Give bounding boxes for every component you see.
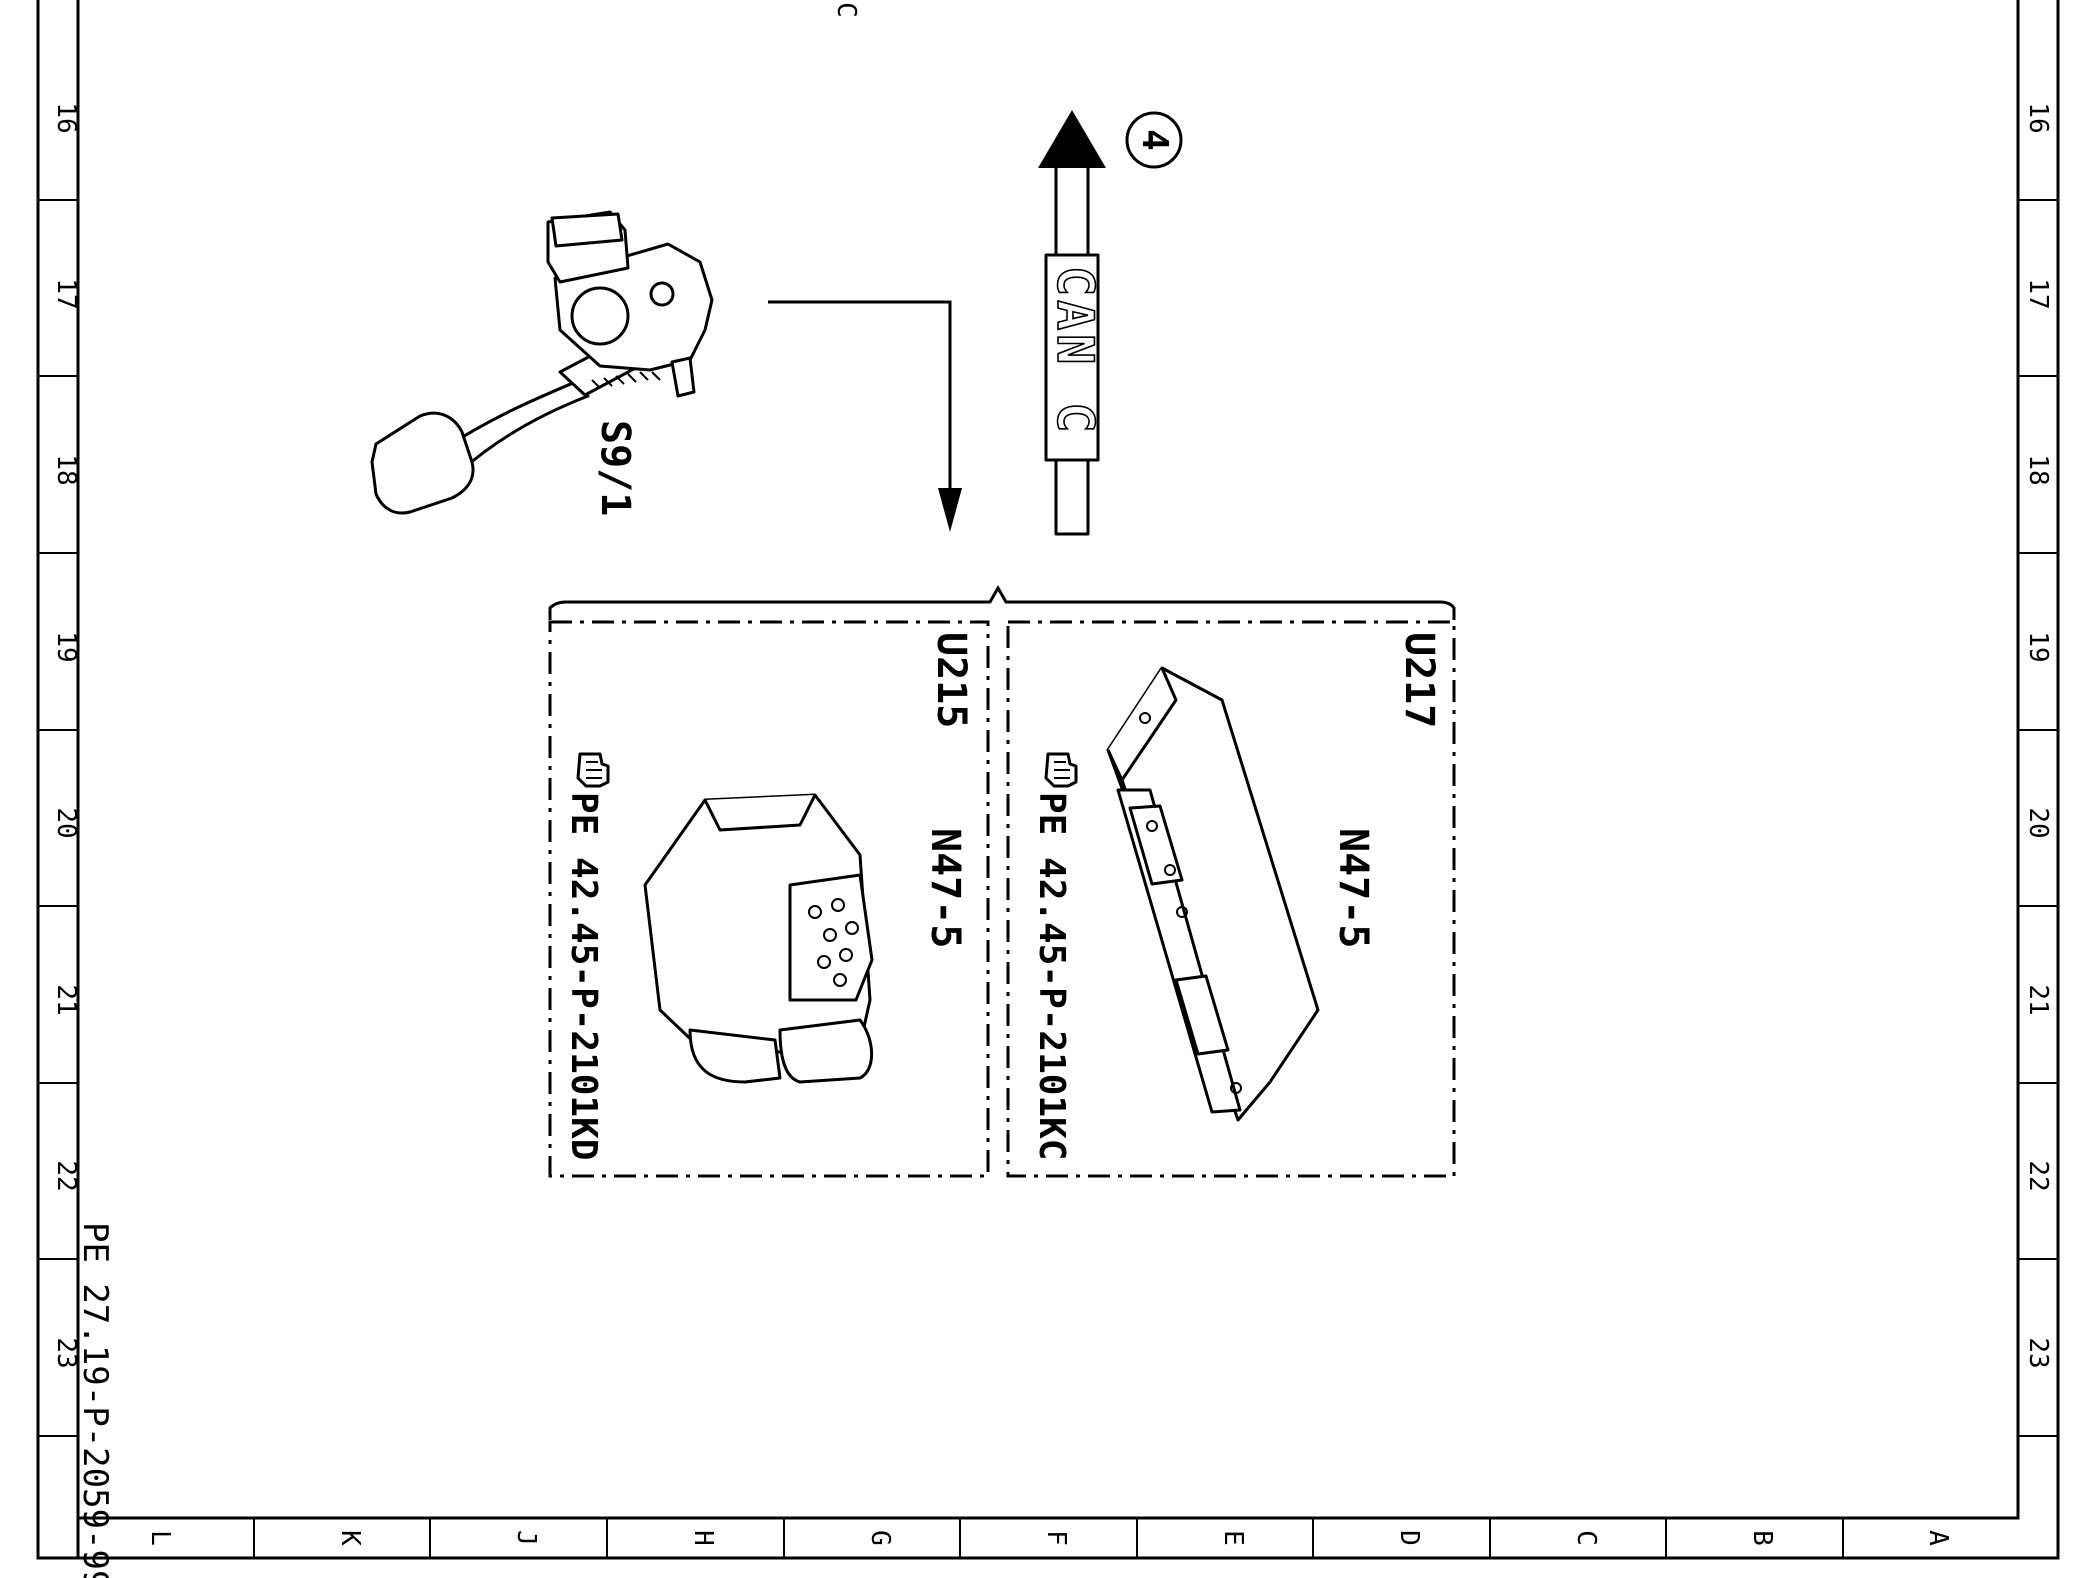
variants-bracket	[548, 584, 1456, 620]
right-ruler-ticks	[2018, 199, 2058, 1437]
left-ruler-ticks	[38, 199, 78, 1437]
can-bus-label: CAN C	[1046, 266, 1104, 437]
ruler-letter: A	[1923, 1530, 1953, 1546]
ruler-letter: H	[688, 1530, 718, 1546]
variant-u215: U215 N47-5 PE 42.45-P-2101KD	[548, 620, 990, 1178]
variant-u215-reference: PE 42.45-P-2101KD	[563, 792, 604, 1160]
ruler-letter: L	[145, 1530, 175, 1546]
ruler-letter: B	[1747, 1530, 1777, 1546]
variant-u215-module: N47-5	[922, 828, 968, 948]
signal-line	[768, 300, 962, 532]
variant-u217-reference: PE 42.45-P-2101KC	[1031, 792, 1072, 1160]
brake-pedal-switch-drawing	[370, 210, 714, 515]
drawing-frame	[36, 0, 2060, 1560]
bus-reference-marker: 4	[1125, 111, 1183, 169]
ruler-letter: F	[1041, 1530, 1071, 1546]
ruler-number: 23	[51, 1337, 81, 1368]
bottom-ruler-letters: L K J H G F E D C B A	[145, 1530, 1953, 1546]
variant-u217-code: U217	[1396, 632, 1442, 728]
ruler-letter: J	[511, 1530, 541, 1546]
ruler-number: 18	[2023, 454, 2053, 485]
document-code: PE 27.19-P-2059-99KA	[75, 1222, 115, 1578]
bus-reference-number: 4	[1134, 129, 1175, 151]
ruler-number: 23	[2023, 1337, 2053, 1368]
variant-u215-frame	[548, 620, 990, 1178]
variant-u217-module: N47-5	[1330, 828, 1376, 948]
module-u217-drawing	[1106, 666, 1320, 1122]
variant-u215-code: U215	[928, 632, 974, 728]
ruler-number: 20	[51, 807, 81, 838]
ruler-number: 17	[51, 278, 81, 309]
ruler-number: 18	[51, 454, 81, 485]
can-bus-arrow	[1038, 110, 1106, 536]
ruler-number: 21	[51, 984, 81, 1015]
variant-u217: U217 N47-5 PE 42.45-P-2101KC	[1006, 620, 1456, 1178]
ruler-number: 19	[51, 631, 81, 662]
ruler-number: 21	[2023, 984, 2053, 1015]
bottom-ruler-ticks	[253, 1518, 1844, 1558]
ruler-number: 22	[2023, 1160, 2053, 1191]
top-fragment-label: C	[831, 2, 861, 18]
hand-pointer-icon	[1044, 752, 1078, 788]
left-ruler-numbers: 16 17 18 19 20 21 22 23	[51, 102, 81, 1368]
ruler-letter: E	[1218, 1530, 1248, 1546]
right-ruler-numbers: 16 17 18 19 20 21 22 23	[2023, 102, 2053, 1368]
hand-pointer-icon	[576, 752, 610, 788]
ruler-number: 22	[51, 1160, 81, 1191]
ruler-number: 17	[2023, 278, 2053, 309]
ruler-number: 19	[2023, 631, 2053, 662]
variant-u217-frame	[1006, 620, 1456, 1178]
ruler-letter: D	[1394, 1530, 1424, 1546]
ruler-letter: C	[1571, 1530, 1601, 1546]
ruler-letter: G	[865, 1530, 895, 1546]
ruler-number: 20	[2023, 807, 2053, 838]
ruler-number: 16	[51, 102, 81, 133]
switch-label: S9/1	[592, 420, 638, 516]
ruler-number: 16	[2023, 102, 2053, 133]
module-u215-drawing	[643, 793, 874, 1084]
ruler-letter: K	[335, 1530, 365, 1546]
